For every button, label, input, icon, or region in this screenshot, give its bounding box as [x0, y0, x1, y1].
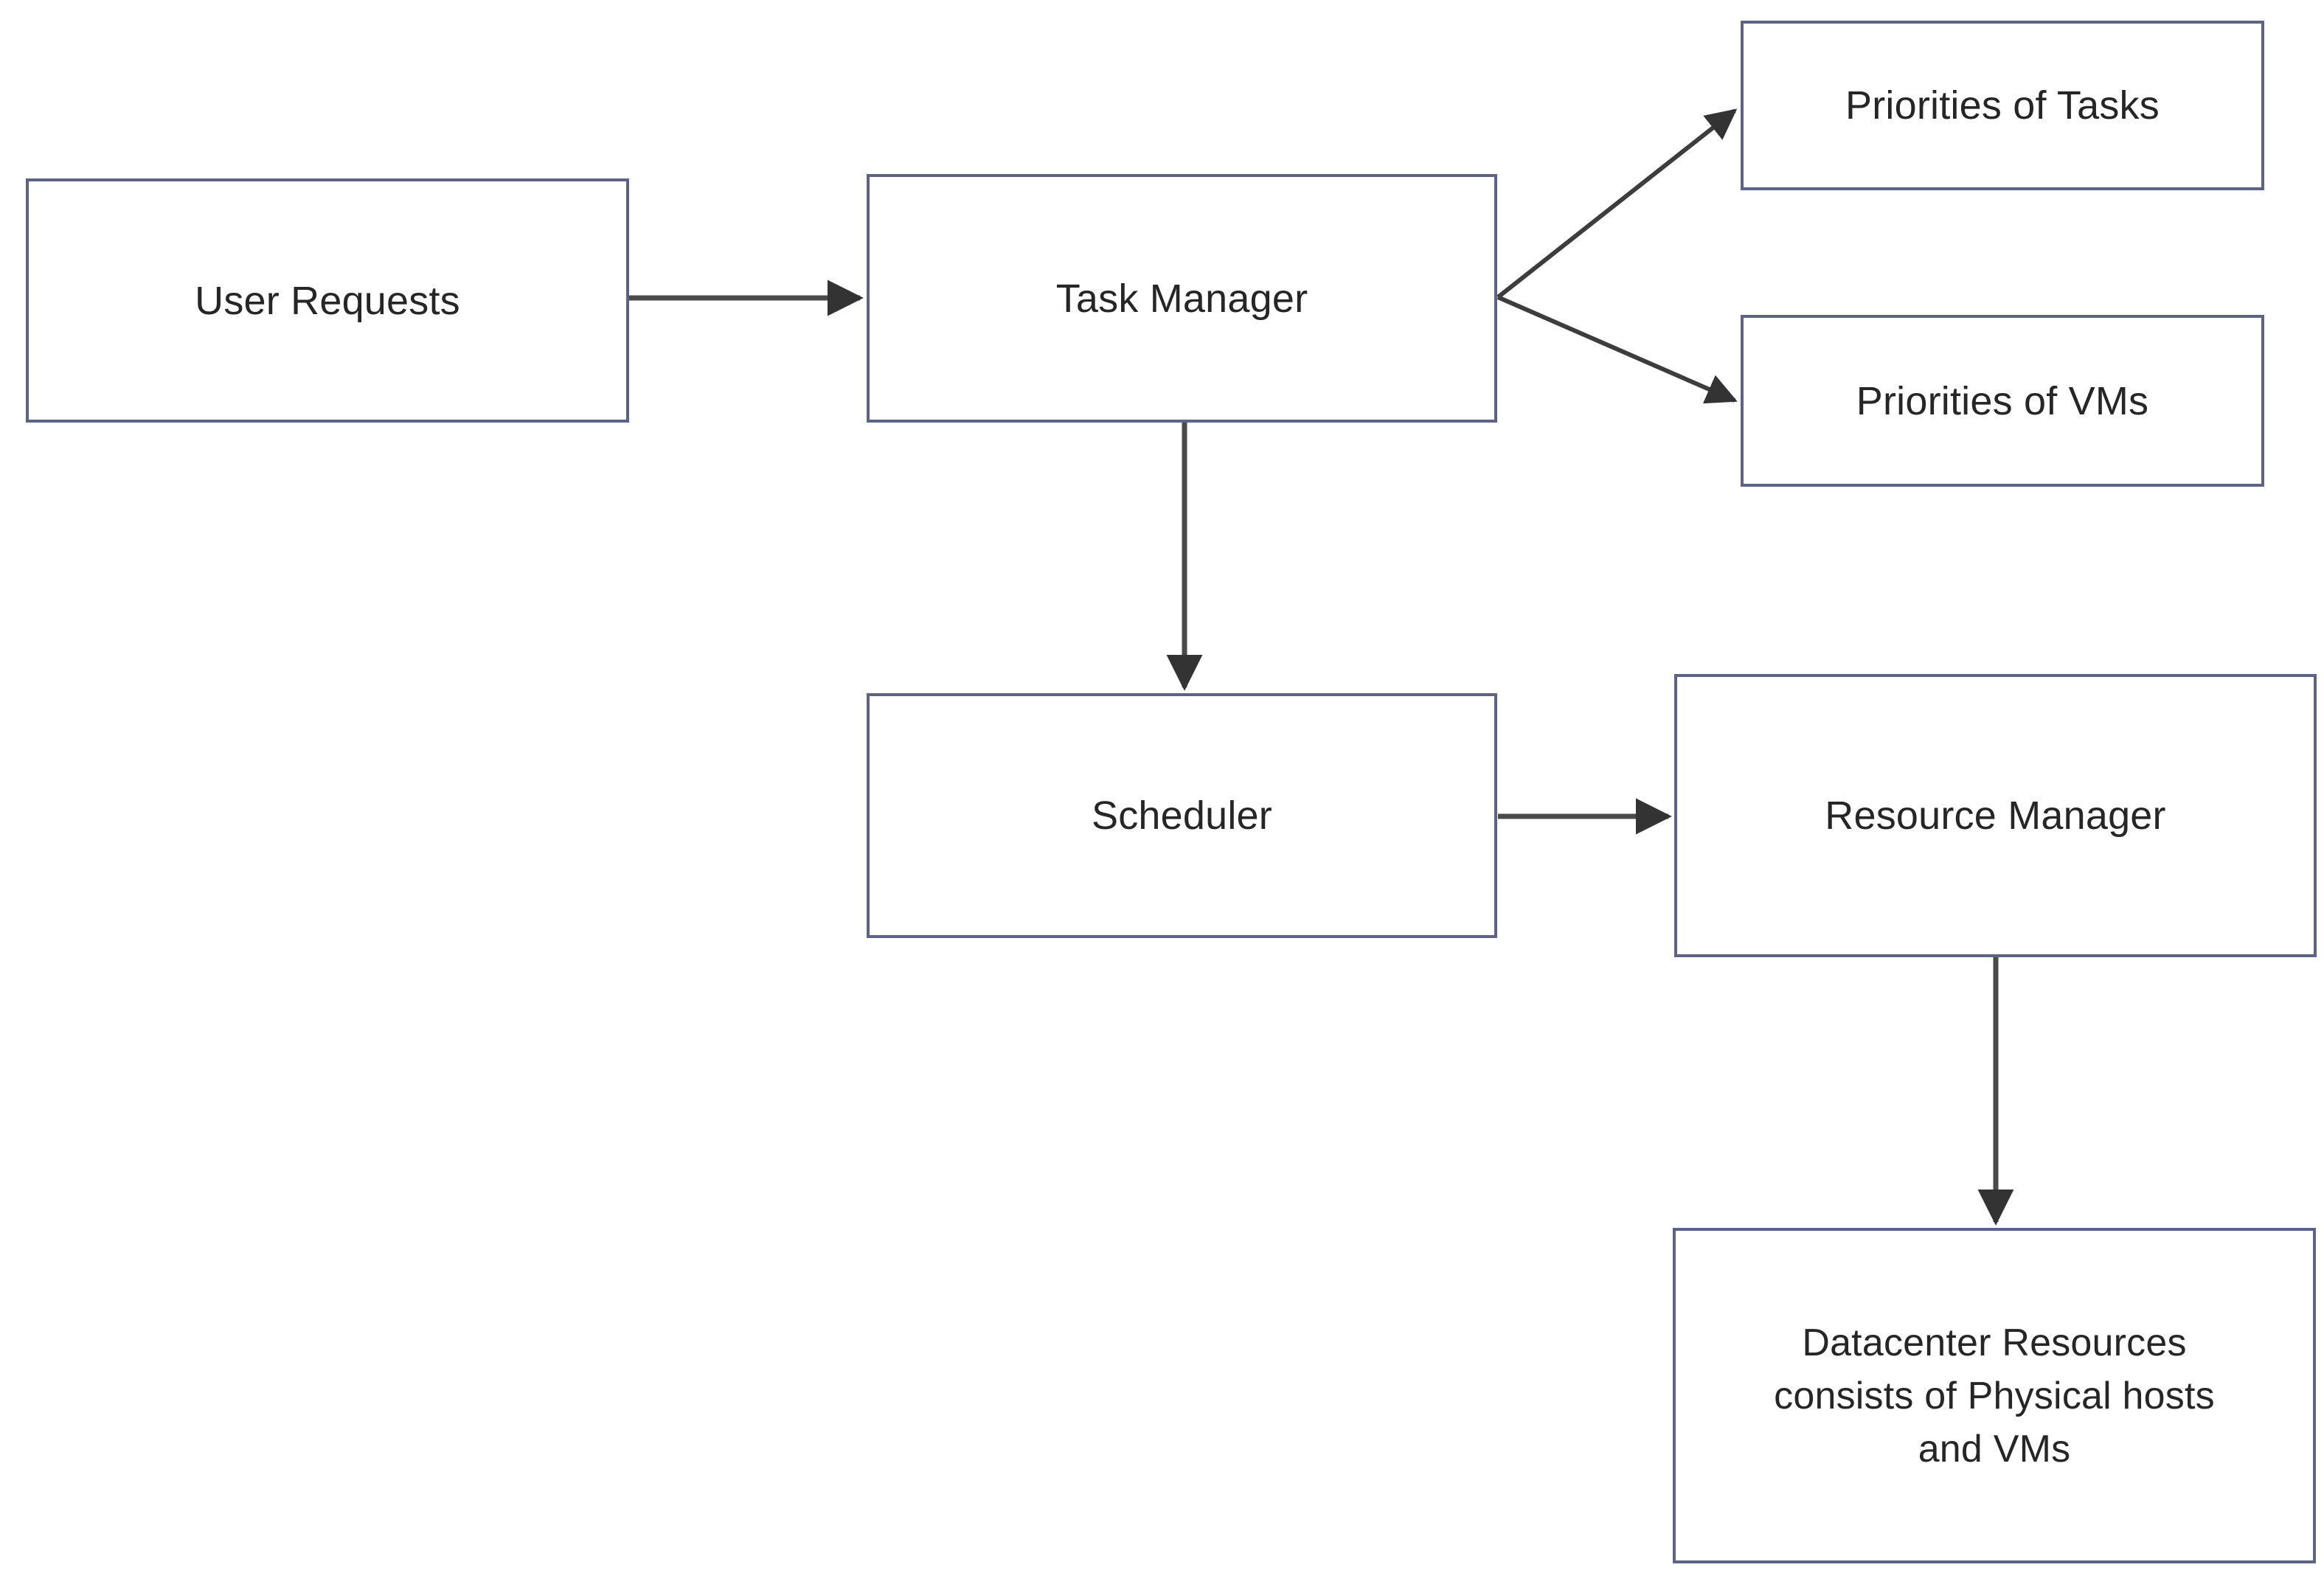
node-priorities-of-vms[interactable]: Priorities of VMs	[1741, 315, 2264, 487]
node-task-manager-label: Task Manager	[1055, 276, 1308, 321]
edge-task-manager-to-priorities-of-tasks	[1496, 108, 1738, 299]
node-resource-manager[interactable]: Resource Manager	[1674, 674, 2317, 957]
node-resource-manager-label: Resource Manager	[1825, 794, 2166, 838]
node-scheduler-label: Scheduler	[1092, 794, 1272, 838]
node-datacenter-resources[interactable]: Datacenter Resources consists of Physica…	[1673, 1228, 2316, 1563]
edge-task-manager-to-priorities-of-vms	[1496, 295, 1738, 404]
node-scheduler[interactable]: Scheduler	[867, 693, 1497, 938]
node-user-requests[interactable]: User Requests	[26, 178, 629, 423]
node-priorities-of-tasks-label: Priorities of Tasks	[1845, 83, 2160, 128]
node-datacenter-resources-label: Datacenter Resources consists of Physica…	[1774, 1321, 2215, 1470]
node-task-manager[interactable]: Task Manager	[867, 174, 1497, 423]
node-user-requests-label: User Requests	[195, 278, 460, 323]
node-priorities-of-tasks[interactable]: Priorities of Tasks	[1741, 21, 2264, 190]
node-priorities-of-vms-label: Priorities of VMs	[1856, 378, 2149, 423]
